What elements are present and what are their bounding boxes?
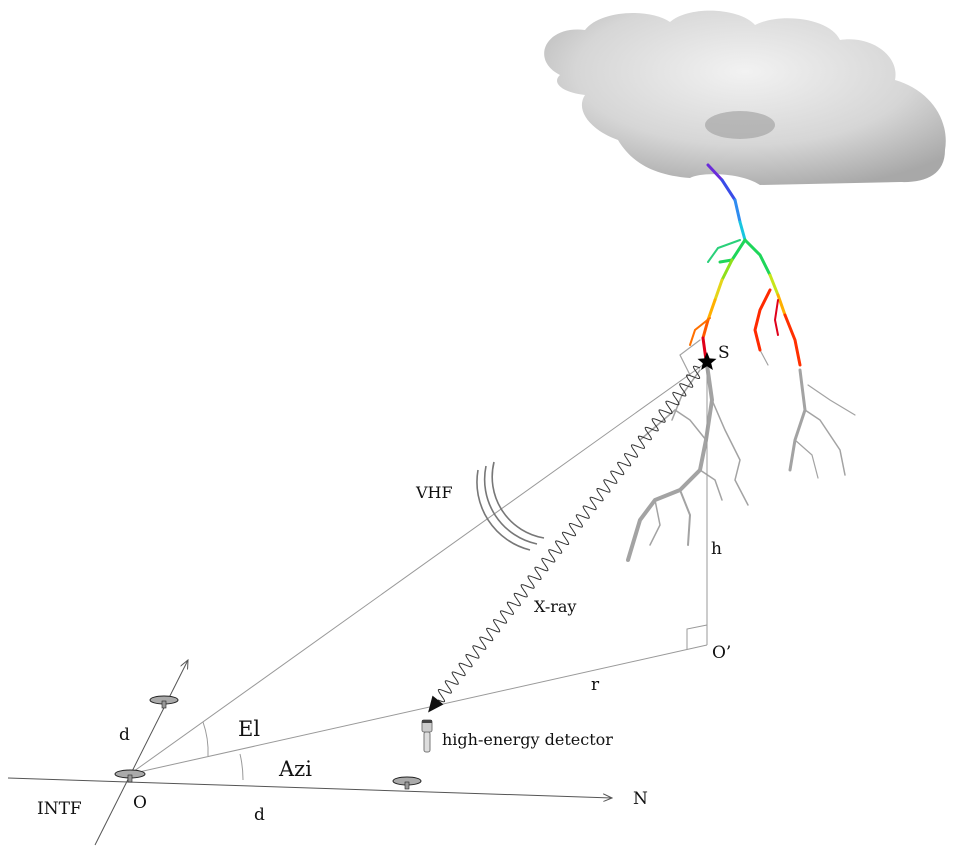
radio-wave-icon: [476, 461, 545, 551]
xray-wave: [437, 365, 701, 703]
antenna-icon: [392, 776, 422, 790]
antenna-icon: [149, 695, 179, 709]
label-h: h: [711, 539, 722, 559]
lightning-icon: [689, 163, 802, 367]
baseline-axis: [94, 660, 188, 846]
geometry-lines: [129, 361, 708, 781]
label-VHF: VHF: [415, 483, 453, 502]
label-r: r: [591, 675, 600, 695]
xray-arrowhead: [428, 695, 444, 713]
label-d-ground: d: [254, 805, 265, 825]
right-angle-mark: [686, 624, 708, 649]
elevation-arc: [202, 721, 209, 757]
label-INTF: INTF: [37, 799, 82, 819]
label-d-axis: d: [119, 725, 130, 745]
azimuth-arc: [239, 753, 244, 781]
line-O-S: [129, 361, 708, 775]
line-O-Oprime: [129, 644, 708, 775]
north-axis: [7, 777, 612, 798]
lightning-gray-branches: [626, 339, 856, 562]
label-S: S: [718, 343, 730, 363]
star-icon: [697, 352, 717, 370]
antenna-icon: [114, 769, 146, 783]
detector-icon: [421, 719, 433, 753]
cloud-icon: [544, 10, 946, 185]
label-elevation: El: [238, 717, 260, 741]
label-xray: X-ray: [534, 597, 576, 616]
label-azimuth: Azi: [278, 757, 312, 781]
label-detector: high-energy detector: [442, 730, 613, 749]
label-O: O: [133, 793, 147, 813]
label-N: N: [633, 789, 648, 809]
label-O-prime: O’: [712, 643, 731, 663]
